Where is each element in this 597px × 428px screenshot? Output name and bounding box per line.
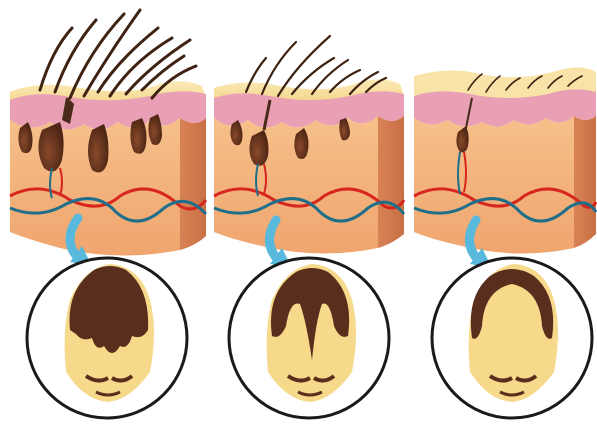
stage-1-head-view	[27, 258, 187, 418]
stage-3-skin-block	[414, 67, 596, 253]
stage-1-skin-block	[10, 10, 206, 256]
stage-3-head-view	[432, 258, 592, 418]
stage-3-dermis	[414, 116, 574, 254]
stage-2-skin-block	[214, 36, 404, 254]
stage-2-head-view	[229, 258, 389, 418]
